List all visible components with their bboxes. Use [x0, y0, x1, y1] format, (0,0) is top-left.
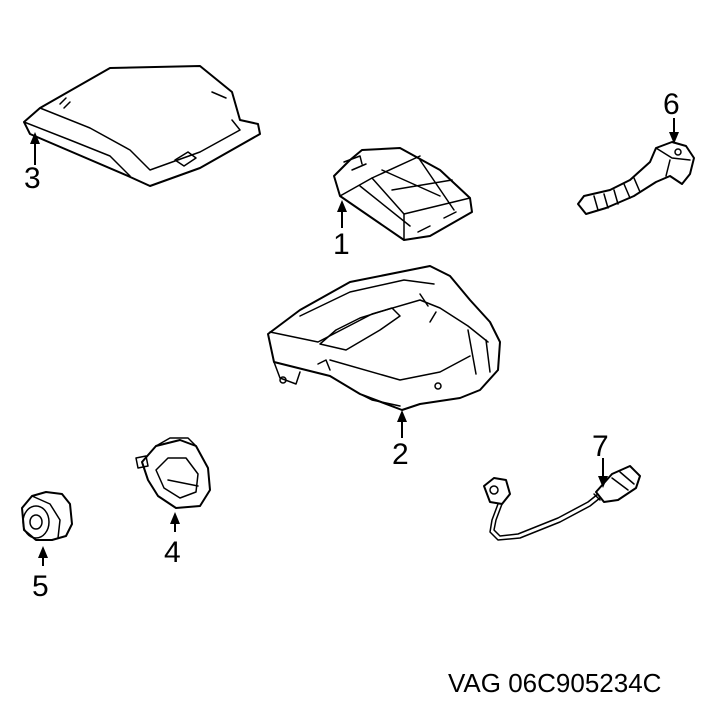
callout-6: 6	[663, 88, 680, 144]
callout-number-5: 5	[32, 570, 49, 603]
callout-number-1: 1	[333, 228, 350, 261]
part-number-label: VAG 06C905234C	[448, 668, 662, 698]
part-6-ignition-coil	[577, 141, 695, 215]
callout-3: 3	[24, 132, 41, 195]
part-4-retaining-clip	[135, 437, 211, 509]
part-1-ecu-module	[333, 147, 473, 241]
callout-1: 1	[333, 200, 350, 261]
part-2-ecu-tray	[267, 265, 501, 411]
callout-5: 5	[32, 546, 49, 603]
callout-7: 7	[592, 430, 609, 488]
callout-number-2: 2	[392, 438, 409, 471]
callout-number-7: 7	[592, 430, 609, 463]
part-7-knock-sensor	[483, 465, 641, 541]
callout-number-6: 6	[663, 88, 680, 121]
callout-number-3: 3	[24, 162, 41, 195]
callout-number-4: 4	[164, 536, 181, 569]
callout-2: 2	[392, 410, 409, 471]
part-5-rubber-grommet	[21, 491, 73, 541]
callout-4: 4	[164, 512, 181, 569]
part-3-ecu-cover	[23, 65, 261, 187]
